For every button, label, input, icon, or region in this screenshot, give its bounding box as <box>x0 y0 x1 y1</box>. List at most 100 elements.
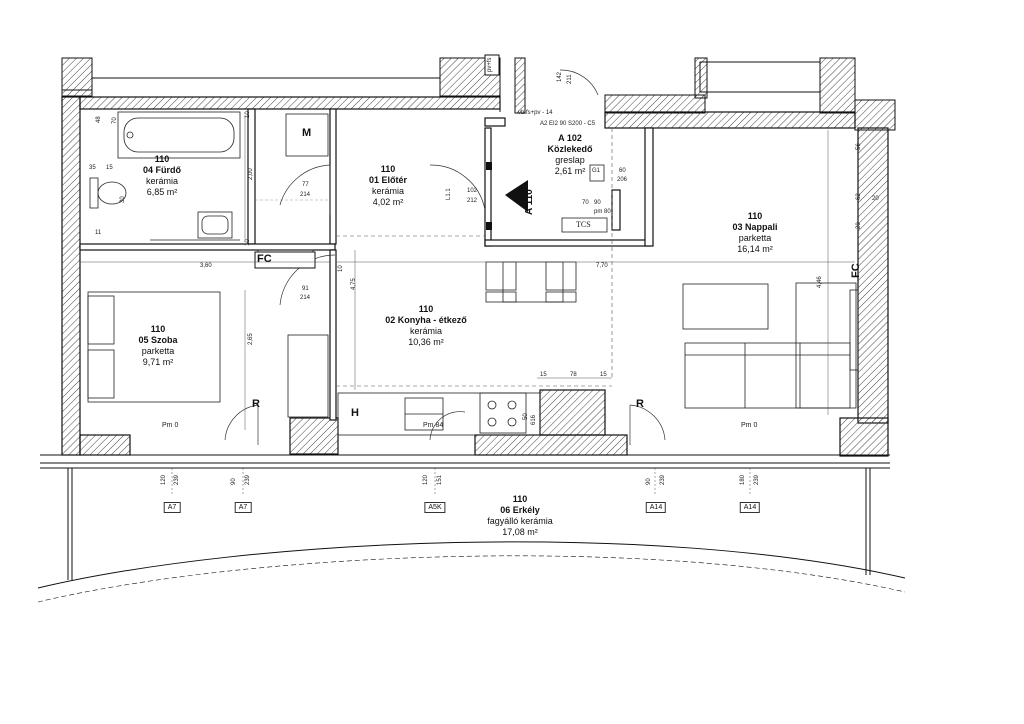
window-tag: A14 <box>645 502 667 513</box>
window-w: 90 <box>646 478 652 485</box>
door-swings <box>224 69 666 445</box>
window-tag: A14 <box>739 502 761 513</box>
room-material: greslap <box>555 155 585 165</box>
dim-56: 56 <box>856 143 862 150</box>
section-label-a110: A 110 <box>524 189 535 215</box>
l11-label: L1.1 <box>446 188 452 200</box>
window-h: 239 <box>660 474 666 485</box>
dining-set <box>485 261 577 303</box>
room-material: kerámia <box>145 176 179 186</box>
dim-211: 211 <box>567 74 573 84</box>
note-vb: vb.fs+pv - 14 <box>518 110 553 116</box>
mark-fc-living: FC <box>850 263 862 278</box>
room-number: 110 <box>418 304 434 314</box>
room-number: 110 <box>512 494 528 504</box>
room-material: parketta <box>141 346 175 356</box>
dim-70: 70 <box>582 200 589 206</box>
dim-91: 91 <box>302 286 309 292</box>
room-number: 110 <box>150 324 166 334</box>
dim-90: 90 <box>594 200 601 206</box>
room-kozlekedo: A 102 Közlekedő greslap 2,61 m² <box>547 133 592 177</box>
dim-48: 48 <box>96 116 102 123</box>
dim-15b: 15 <box>600 372 607 378</box>
room-name: 04 Fürdő <box>142 165 182 175</box>
bathtub <box>117 111 241 159</box>
level-pm0-bedroom: Pm 0 <box>162 422 179 429</box>
room-material: fagyálló kerámia <box>487 516 553 526</box>
dim-15c: 15 <box>106 165 113 171</box>
room-nappali: 110 03 Nappali parketta 16,14 m² <box>732 211 777 255</box>
dim-200: 2,00 <box>248 168 254 180</box>
mark-r-living: R <box>636 398 644 410</box>
dim-10b: 10 <box>245 239 251 246</box>
room-name: 05 Szoba <box>138 335 178 345</box>
toilet <box>89 177 127 209</box>
mark-h: H <box>351 407 359 419</box>
top-walls <box>61 57 896 131</box>
level-pm84: Pm 84 <box>423 422 444 429</box>
mark-fc-hall: FC <box>257 253 272 265</box>
window-tag: A5K <box>424 502 446 513</box>
room-furdo: 110 04 Fürdő kerámia 6,85 m² <box>143 154 181 198</box>
dim-142: 142 <box>557 71 563 82</box>
dim-770: 7,70 <box>596 263 608 269</box>
room-area: 2,61 m² <box>554 166 586 176</box>
room-number: 110 <box>747 211 763 221</box>
dim-77: 77 <box>302 182 309 188</box>
balcony-edge <box>37 454 906 603</box>
tv-unit <box>849 289 859 371</box>
dim-15a: 15 <box>540 372 547 378</box>
dim-360: 3,60 <box>200 263 212 269</box>
dim-446: 4,46 <box>817 276 823 288</box>
dim-10c: 10 <box>338 265 344 272</box>
inner-walls <box>79 108 654 421</box>
room-area: 6,85 m² <box>146 187 178 197</box>
sofa <box>684 282 857 409</box>
bed <box>87 291 221 403</box>
g1-label: G1 <box>592 168 601 174</box>
room-area: 9,71 m² <box>142 357 174 367</box>
dim-102: 102 <box>467 188 478 194</box>
window-marker-lines <box>171 468 751 495</box>
window-h: 151 <box>437 474 443 485</box>
window-w: 120 <box>161 474 167 485</box>
dim-206: 206 <box>617 177 628 183</box>
fc-box <box>254 251 316 269</box>
room-material: kerámia <box>409 326 442 336</box>
wardrobe <box>257 249 329 418</box>
dim-10a: 10 <box>245 111 251 118</box>
tcs-label: TCS <box>576 220 591 229</box>
washing-machine <box>285 113 329 157</box>
window-h: 239 <box>174 474 180 485</box>
room-area: 17,08 m² <box>502 527 538 537</box>
dim-78: 78 <box>570 372 577 378</box>
dim-265: 2,65 <box>248 333 254 345</box>
room-number: A 102 <box>558 133 582 143</box>
window-tag: A7 <box>163 502 181 513</box>
room-number: 110 <box>154 154 170 164</box>
dim-214b: 214 <box>300 295 311 301</box>
mark-m: M <box>302 127 312 139</box>
dim-20: 20 <box>872 196 879 202</box>
dim-475: 4,75 <box>351 278 357 290</box>
dim-212: 212 <box>467 198 478 204</box>
room-name: 02 Konyha - étkező <box>385 315 467 325</box>
mark-r-bedroom: R <box>252 398 260 410</box>
room-material: parketta <box>738 233 772 243</box>
g1-box <box>589 164 605 182</box>
room-name: Közlekedő <box>547 144 593 154</box>
dim-70b: 70 <box>112 117 118 124</box>
window-h: 239 <box>754 474 760 485</box>
room-name: 03 Nappali <box>732 222 778 232</box>
room-eloter: 110 01 Előtér kerámia 4,02 m² <box>369 164 407 208</box>
room-material: kerámia <box>371 186 404 196</box>
room-szoba: 110 05 Szoba parketta 9,71 m² <box>138 324 177 368</box>
dim-62: 62 <box>856 193 862 200</box>
window-w: 120 <box>423 474 429 485</box>
dimension-lines <box>80 115 855 430</box>
dim-50: 50 <box>523 413 529 420</box>
dim-30: 30 <box>120 196 126 203</box>
note-pr: pv+fs <box>487 57 493 72</box>
room-number: 110 <box>380 164 396 174</box>
